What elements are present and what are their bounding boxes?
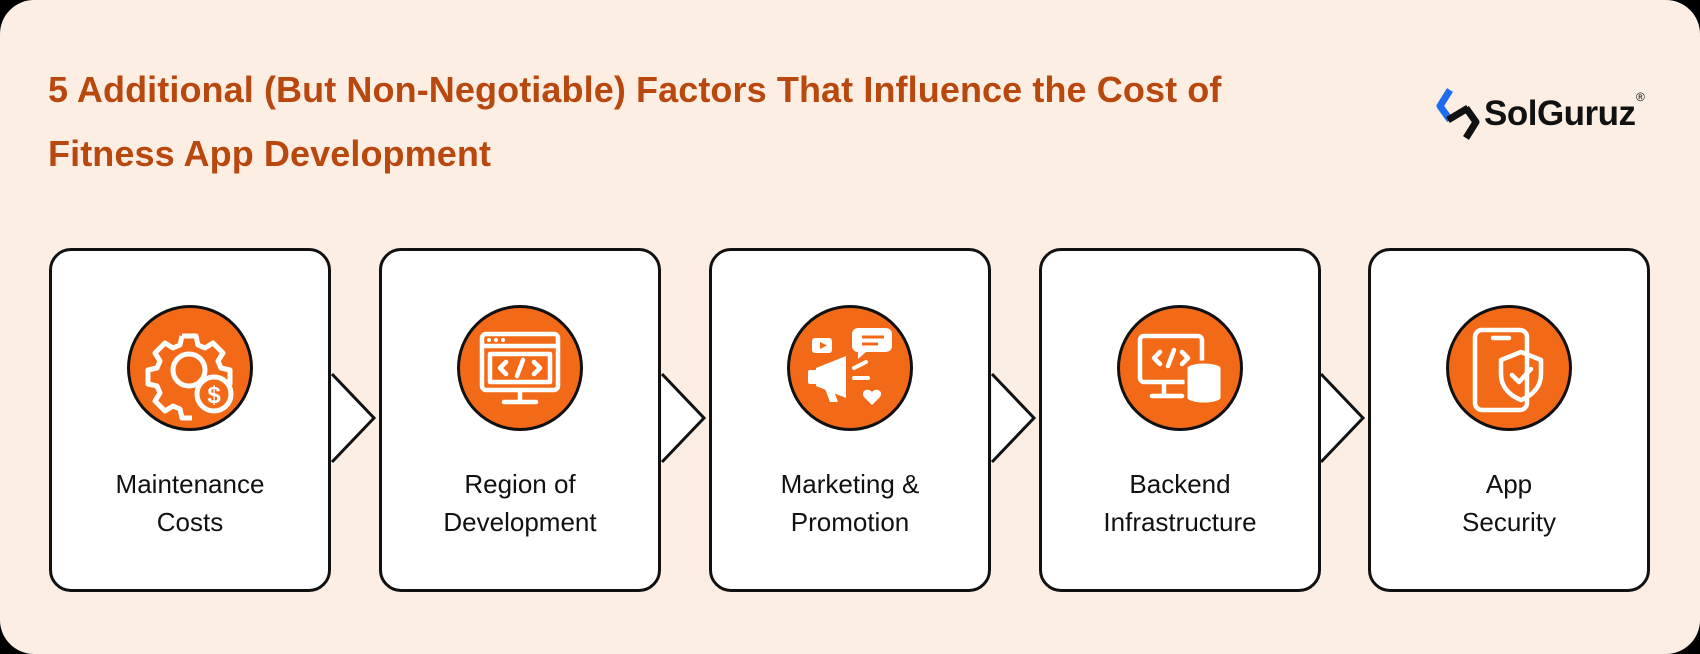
gear-dollar-icon: $: [145, 333, 234, 421]
title-line-2: Fitness App Development: [48, 133, 492, 174]
code-monitor-icon: [479, 331, 561, 405]
factor-card-security: App Security: [1368, 248, 1650, 592]
server-database-icon: [1137, 333, 1224, 406]
arrow-right-icon: [660, 372, 707, 464]
brand-logo: SolGuruz ®: [1436, 86, 1666, 142]
svg-text:$: $: [207, 382, 221, 409]
factor-card-backend: Backend Infrastructure: [1039, 248, 1321, 592]
brand-name: SolGuruz: [1484, 94, 1636, 133]
factor-label: Marketing & Promotion: [780, 469, 920, 537]
phone-shield-icon: [1472, 327, 1544, 413]
megaphone-icon: [808, 328, 892, 405]
page-title: 5 Additional (But Non-Negotiable) Factor…: [48, 58, 1328, 186]
registered-mark: ®: [1636, 90, 1645, 104]
logo-mark-icon: [1436, 88, 1480, 140]
factor-label: Maintenance Costs: [115, 469, 265, 537]
factor-card-region: Region of Development: [379, 248, 661, 592]
factor-card-maintenance: $ Maintenance Costs: [49, 248, 331, 592]
factor-label: Backend Infrastructure: [1103, 469, 1257, 537]
factor-card-marketing: Marketing & Promotion: [709, 248, 991, 592]
arrow-right-icon: [330, 372, 377, 464]
title-line-1: 5 Additional (But Non-Negotiable) Factor…: [48, 69, 1222, 110]
factor-label: App Security: [1462, 469, 1556, 537]
arrow-right-icon: [990, 372, 1037, 464]
arrow-right-icon: [1319, 372, 1366, 464]
factor-label: Region of Development: [443, 469, 597, 537]
